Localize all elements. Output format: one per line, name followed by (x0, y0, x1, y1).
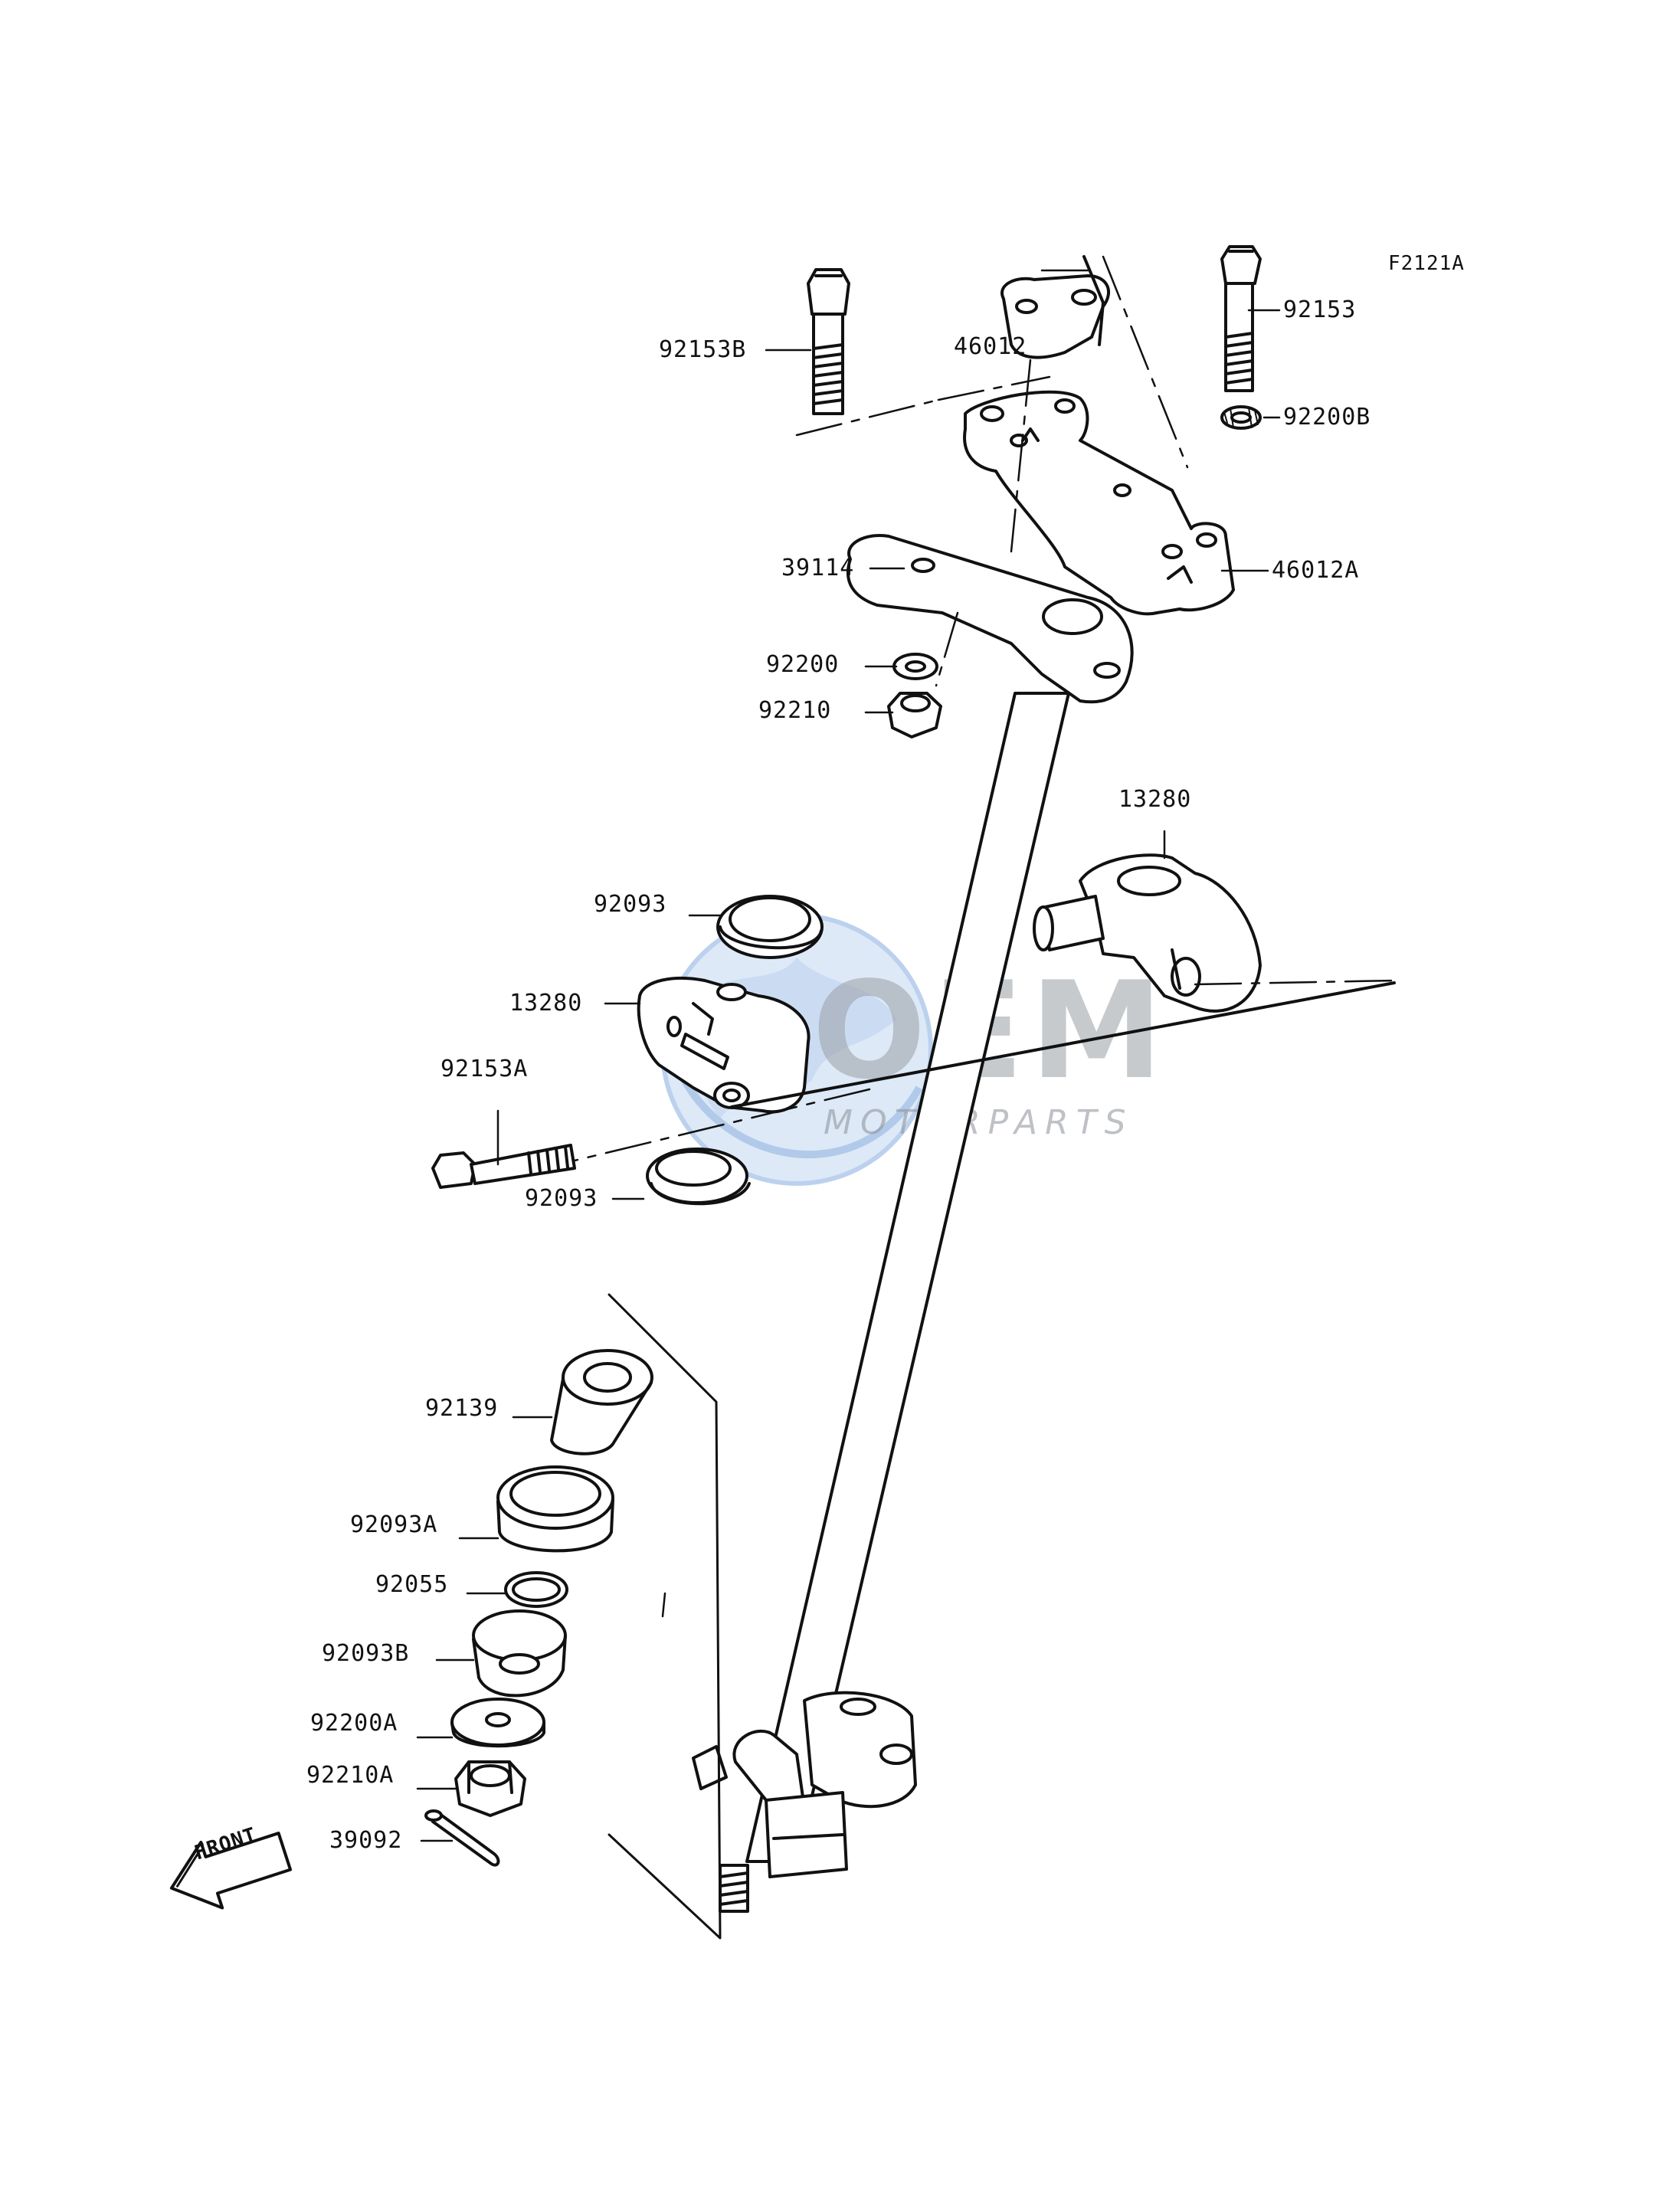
cotter-pin-39092 (424, 1809, 500, 1867)
seal-92093-bottom (646, 1148, 751, 1206)
oring-92055 (504, 1571, 568, 1608)
nut-92210 (887, 692, 942, 738)
part-label-39114: 39114 (781, 555, 855, 581)
bolt-92153 (1220, 245, 1262, 392)
watermark-subtitle: MOTORPARTS (824, 1103, 1134, 1142)
part-label-92093A: 92093A (350, 1511, 438, 1538)
part-label-92210A: 92210A (306, 1762, 395, 1789)
holder-13280-left (637, 976, 1396, 1114)
part-label-92055: 92055 (375, 1571, 449, 1598)
part-label-46012: 46012 (954, 333, 1027, 360)
shaft-bottom-bracket (692, 1691, 917, 1913)
clamp-46012A (963, 390, 1235, 616)
part-label-92093B: 92093B (322, 1640, 410, 1667)
front-arrow-icon (169, 1832, 293, 1910)
leader-lines (416, 269, 1281, 1842)
part-label-92093-bottom: 92093 (525, 1185, 598, 1212)
figure-code: F2121A (1388, 252, 1465, 275)
holder-13280-right (1033, 853, 1262, 1013)
assembly-frame (607, 1293, 722, 1940)
cup-92093B (472, 1609, 567, 1698)
cap-46012 (1000, 255, 1111, 359)
part-label-92200A: 92200A (310, 1710, 398, 1737)
bolt-92153B (807, 268, 850, 415)
part-label-92139: 92139 (425, 1395, 499, 1422)
part-label-92210: 92210 (758, 697, 832, 724)
part-label-92093-top: 92093 (594, 891, 667, 918)
part-label-13280-left: 13280 (509, 990, 583, 1017)
washer-92200 (892, 653, 938, 680)
steering-shaft (745, 692, 1070, 1863)
cup-92093A (496, 1465, 614, 1553)
washer-92200B (1220, 405, 1262, 430)
bolt-92153A (431, 1144, 576, 1189)
part-label-92200: 92200 (766, 651, 840, 678)
bushing-92139 (550, 1349, 653, 1455)
part-label-92153A: 92153A (440, 1056, 529, 1082)
nut-92210A (454, 1760, 526, 1817)
part-label-46012A: 46012A (1272, 557, 1360, 584)
washer-92200A (450, 1698, 545, 1748)
part-label-92153: 92153 (1283, 296, 1357, 323)
part-label-92200B: 92200B (1283, 404, 1371, 431)
part-label-13280-right: 13280 (1118, 786, 1192, 813)
part-label-92153B: 92153B (659, 336, 747, 363)
bracket-39114 (846, 534, 1134, 704)
part-label-39092: 39092 (329, 1827, 403, 1854)
guide-lines (573, 255, 1396, 1618)
seal-92093-top (716, 895, 824, 959)
